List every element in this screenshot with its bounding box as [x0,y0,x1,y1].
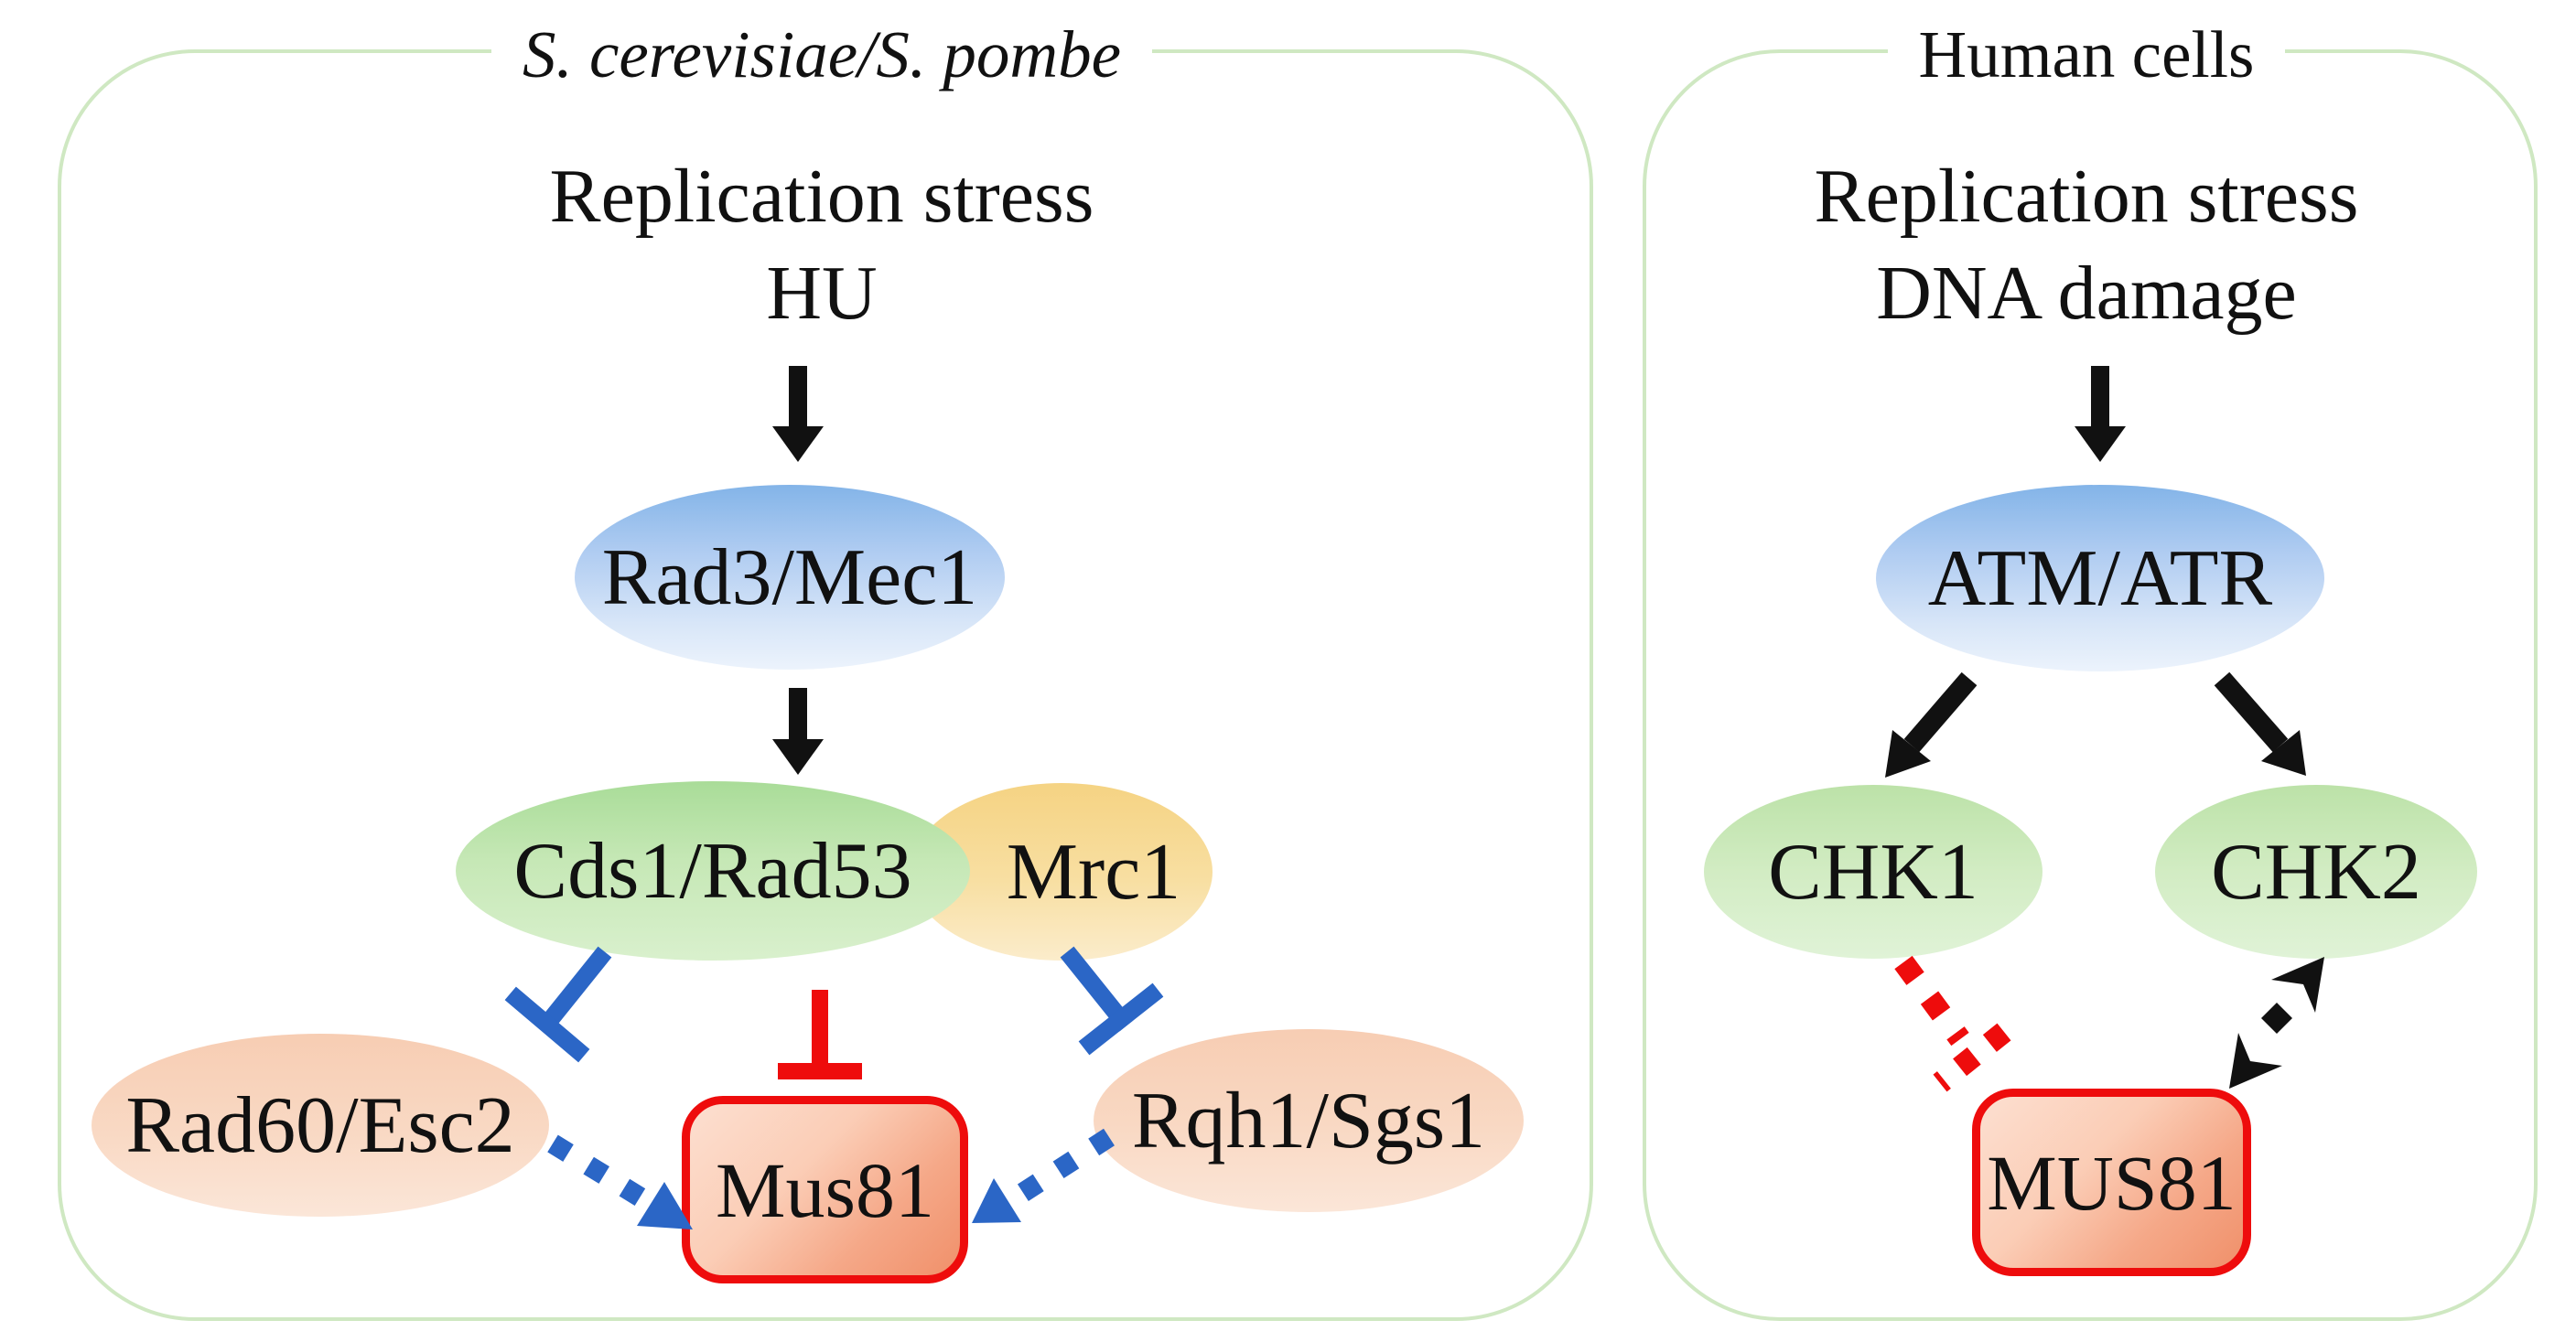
node-chk1: CHK1 [1704,785,2042,959]
node-rqh1-sgs1-label: Rqh1/Sgs1 [1131,1076,1486,1165]
yeast-stimulus-line2: HU [766,250,878,336]
human-stimulus-line2: DNA damage [1876,250,2297,336]
node-chk2: CHK2 [2155,785,2477,959]
node-mus81-human: MUS81 [1972,1089,2251,1276]
node-mus81-yeast-label: Mus81 [716,1145,934,1234]
yeast-stimulus: Replication stress HU [410,148,1234,342]
node-atm-atr-label: ATM/ATR [1927,533,2273,623]
node-rad60-esc2-label: Rad60/Esc2 [125,1080,515,1170]
human-panel-title-text: Human cells [1887,15,2286,95]
node-chk2-label: CHK2 [2211,827,2421,917]
node-rad3-mec1-label: Rad3/Mec1 [601,532,978,622]
node-mrc1: Mrc1 [911,783,1213,961]
yeast-panel-title-text: S. cerevisiae/S. pombe [490,15,1153,95]
node-atm-atr: ATM/ATR [1876,485,2324,671]
human-panel-title: Human cells [1643,15,2530,95]
node-mrc1-label: Mrc1 [1006,827,1181,917]
yeast-panel-title: S. cerevisiae/S. pombe [58,15,1586,95]
node-cds1-rad53: Cds1/Rad53 [456,781,970,961]
yeast-stimulus-line1: Replication stress [549,154,1094,239]
human-stimulus: Replication stress DNA damage [1675,148,2498,342]
node-mus81-yeast: Mus81 [682,1096,968,1283]
node-rad3-mec1: Rad3/Mec1 [575,485,1005,670]
node-mus81-human-label: MUS81 [1987,1138,2236,1227]
node-chk1-label: CHK1 [1768,827,1978,917]
human-stimulus-line1: Replication stress [1814,154,2359,239]
node-cds1-rad53-label: Cds1/Rad53 [513,826,912,916]
node-rad60-esc2: Rad60/Esc2 [92,1034,549,1217]
node-rqh1-sgs1: Rqh1/Sgs1 [1094,1029,1524,1212]
